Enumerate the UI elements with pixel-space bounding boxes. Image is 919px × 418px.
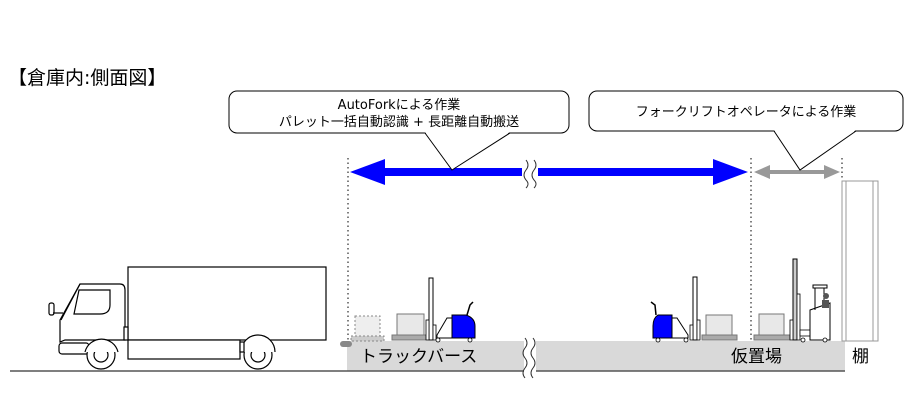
autofork-icon [650,276,738,343]
forklift-icon [753,258,831,343]
callout-operator: フォークリフトオペレータによる作業 [588,90,904,171]
callout-autofork-line1: AutoForkによる作業 [338,97,461,113]
zone-label-truck-berth: トラックバース [360,347,477,367]
autofork-range-arrow [350,159,748,189]
operator-range-arrow [754,165,840,179]
pallet-placeholder [350,315,385,342]
zone-label-shelf: 棚 [852,347,869,367]
floor [10,341,845,372]
dock-bumper [340,341,352,347]
callout-operator-line1: フォークリフトオペレータによる作業 [636,104,857,120]
floor-slab [347,341,845,371]
diagram-title: 【倉庫内:側面図】 [8,67,166,89]
wavy-break-icon [522,337,536,379]
truck-icon [48,266,327,370]
shelf-icon [841,180,879,342]
callout-autofork: AutoForkによる作業 パレット一括自動認識 + 長距離自動搬送 [228,90,570,171]
autofork-icon [391,277,476,343]
callout-autofork-line2: パレット一括自動認識 + 長距離自動搬送 [279,114,519,130]
zone-label-staging-area: 仮置場 [731,347,782,367]
